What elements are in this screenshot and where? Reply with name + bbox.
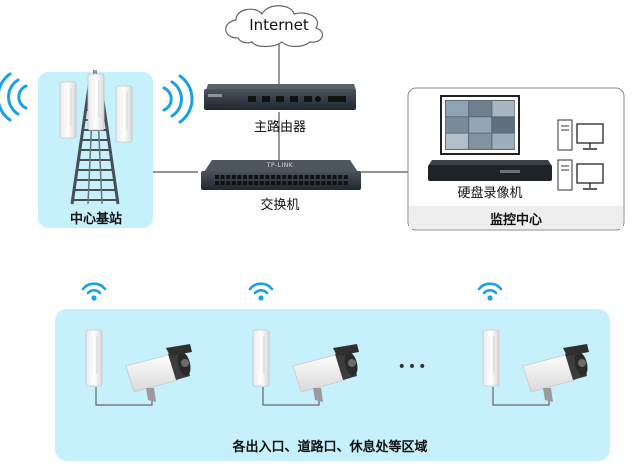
nvr-label: 硬盘录像机 <box>457 186 523 201</box>
router-icon <box>204 84 356 110</box>
monitor-center-panel <box>407 87 625 231</box>
switch-icon <box>201 160 361 190</box>
nvr-icon <box>428 160 552 181</box>
field-ap-3-icon <box>482 329 500 387</box>
field-ap-2-icon <box>252 329 270 387</box>
field-area-panel <box>55 309 610 461</box>
base-ap-center-icon <box>87 73 105 131</box>
base-station-label: 中心基站 <box>69 212 122 227</box>
wifi-icon-1 <box>81 282 107 302</box>
ellipsis-label: ••• <box>397 359 429 375</box>
switch-brand-label: TP-LINK <box>266 162 294 169</box>
monitor-center-label: 监控中心 <box>489 213 542 228</box>
wifi-icon-2 <box>248 282 274 302</box>
internet-cloud-icon <box>225 5 324 48</box>
internet-label: Internet <box>249 16 309 34</box>
router-label: 主路由器 <box>253 120 306 135</box>
switch-label: 交换机 <box>260 198 300 213</box>
base-ap-left-icon <box>59 81 77 139</box>
field-area-label: 各出入口、道路口、休息处等区域 <box>232 440 428 455</box>
wifi-signal-right-icon <box>162 74 194 124</box>
wifi-icon-3 <box>477 282 503 302</box>
wifi-signal-left-icon <box>0 72 28 122</box>
video-wall-icon <box>440 95 520 155</box>
base-station-panel <box>0 69 194 228</box>
field-ap-1-icon <box>85 329 103 387</box>
base-ap-right-icon <box>115 85 133 143</box>
